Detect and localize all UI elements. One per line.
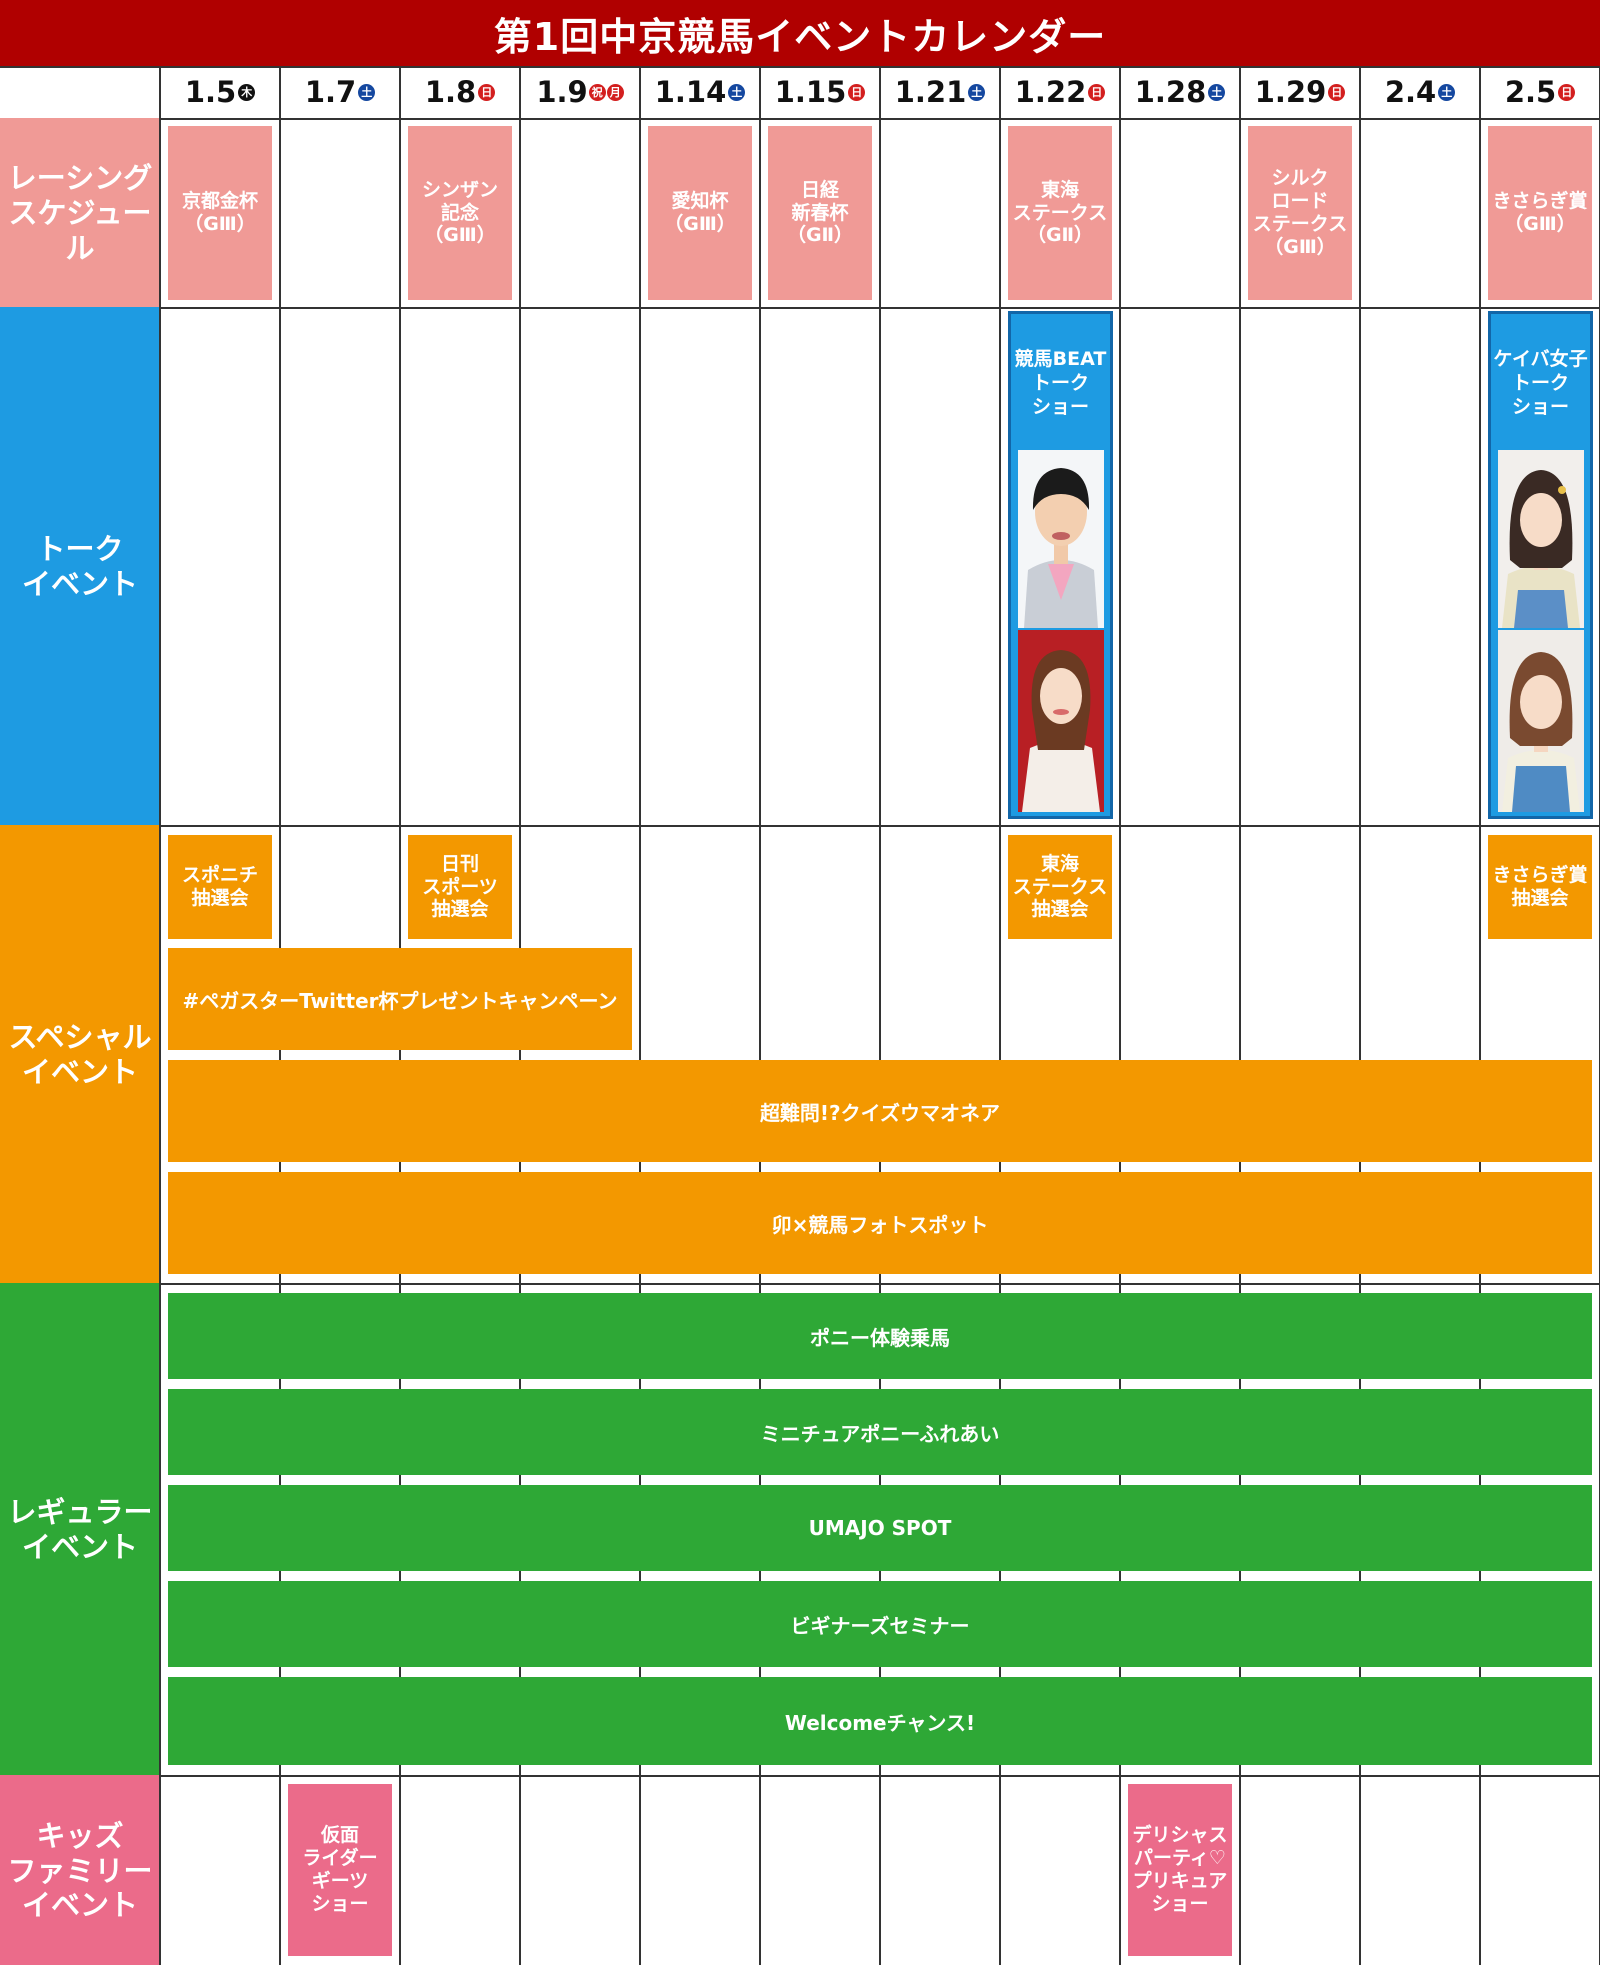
weekday-badge: 祝 xyxy=(588,83,606,101)
weekday-badge: 日 xyxy=(848,83,866,101)
grid-vline xyxy=(1359,66,1361,1965)
grid-vline xyxy=(1119,66,1121,1965)
weekday-badge: 木 xyxy=(238,83,256,101)
talk-guest-photo xyxy=(1498,450,1584,628)
weekday-badge: 日 xyxy=(1328,83,1346,101)
regular-bar-welcome-chance[interactable]: Welcomeチャンス! xyxy=(168,1677,1592,1765)
date-label: 1.21 xyxy=(894,75,967,109)
date-label: 1.28 xyxy=(1134,75,1207,109)
row-label-regular: レギュラー イベント xyxy=(7,1495,153,1564)
grid-vline xyxy=(1239,66,1241,1965)
date-label: 1.29 xyxy=(1254,75,1327,109)
grid-hline xyxy=(0,66,1600,68)
regular-bar-pony-riding[interactable]: ポニー体験乗馬 xyxy=(168,1293,1592,1379)
page-title: 第1回中京競馬イベントカレンダー xyxy=(0,0,1600,66)
special-box-suponichi-lottery[interactable]: スポニチ 抽選会 xyxy=(168,835,272,939)
special-box-kisaragi-lottery[interactable]: きさらぎ賞 抽選会 xyxy=(1488,835,1592,939)
grid-vline xyxy=(159,66,161,1965)
talk-guest-photo xyxy=(1018,450,1104,628)
weekday-badge: 土 xyxy=(728,83,746,101)
row-label-bg-racing xyxy=(0,118,159,308)
race-box-aichi-hai[interactable]: 愛知杯 （GⅢ） xyxy=(648,126,752,300)
special-bar-photo-spot[interactable]: 卯×競馬フォトスポット xyxy=(168,1172,1592,1274)
row-label-kids: キッズ ファミリー イベント xyxy=(7,1818,153,1923)
race-box-kyoto-kinpai[interactable]: 京都金杯 （GⅢ） xyxy=(168,126,272,300)
regular-bar-beginners-seminar[interactable]: ビギナーズセミナー xyxy=(168,1581,1592,1667)
date-label: 1.22 xyxy=(1014,75,1087,109)
date-label: 1.7 xyxy=(304,75,357,109)
special-box-tokai-stakes-lottery[interactable]: 東海 ステークス 抽選会 xyxy=(1008,835,1112,939)
row-label-bg-regular xyxy=(0,1283,159,1776)
talk-guest-photo xyxy=(1018,630,1104,812)
race-box-nikkei-shinshun-hai[interactable]: 日経 新春杯 （GⅡ） xyxy=(768,126,872,300)
weekday-badge: 日 xyxy=(1558,83,1576,101)
kids-box-kamen-rider[interactable]: 仮面 ライダー ギーツ ショー xyxy=(288,1784,392,1956)
grid-vline xyxy=(639,66,641,1965)
row-label-bg-kids xyxy=(0,1775,159,1965)
talk-event-keiba-joshi[interactable]: ケイバ女子 トーク ショー xyxy=(1488,311,1593,819)
row-label-bg-special xyxy=(0,825,159,1284)
grid-hline xyxy=(0,118,1600,120)
grid-vline xyxy=(879,66,881,1965)
date-label: 1.8 xyxy=(424,75,477,109)
race-box-tokai-stakes[interactable]: 東海 ステークス （GⅡ） xyxy=(1008,126,1112,300)
weekday-badge: 土 xyxy=(968,83,986,101)
grid-hline xyxy=(0,825,1600,827)
row-label-talk: トーク イベント xyxy=(21,532,138,601)
talk-event-keiba-beat[interactable]: 競馬BEAT トーク ショー xyxy=(1008,311,1113,819)
date-label: 1.5 xyxy=(184,75,237,109)
row-label-special: スペシャル イベント xyxy=(8,1020,152,1089)
grid-vline xyxy=(759,66,761,1965)
weekday-badge: 日 xyxy=(1088,83,1106,101)
row-label-racing: レーシング スケジュール xyxy=(7,161,153,265)
date-label: 2.5 xyxy=(1504,75,1557,109)
weekday-badge: 日 xyxy=(478,83,496,101)
regular-bar-miniature-pony[interactable]: ミニチュアポニーふれあい xyxy=(168,1389,1592,1475)
grid-hline xyxy=(0,1775,1600,1777)
race-box-shinzan-kinen[interactable]: シンザン 記念 （GⅢ） xyxy=(408,126,512,300)
grid-hline xyxy=(0,307,1600,309)
talk-event-title: ケイバ女子 トーク ショー xyxy=(1493,348,1588,418)
weekday-badge: 月 xyxy=(606,83,624,101)
weekday-badge: 土 xyxy=(358,83,376,101)
date-label: 1.14 xyxy=(654,75,727,109)
date-label: 1.15 xyxy=(774,75,847,109)
regular-bar-umajo-spot[interactable]: UMAJO SPOT xyxy=(168,1485,1592,1571)
race-box-kisaragi-sho[interactable]: きさらぎ賞 （GⅢ） xyxy=(1488,126,1592,300)
weekday-badge: 土 xyxy=(1208,83,1226,101)
grid-vline xyxy=(999,66,1001,1965)
special-bar-pegastar-twitter[interactable]: #ペガスターTwitter杯プレゼントキャンペーン xyxy=(168,948,632,1050)
date-label: 2.4 xyxy=(1384,75,1437,109)
talk-guest-photo xyxy=(1498,630,1584,812)
date-label: 1.9 xyxy=(536,75,588,109)
special-box-nikkan-sports-lottery[interactable]: 日刊 スポーツ 抽選会 xyxy=(408,835,512,939)
kids-box-precure[interactable]: デリシャス パーティ♡ プリキュア ショー xyxy=(1128,1784,1232,1956)
weekday-badge: 土 xyxy=(1438,83,1456,101)
grid-vline xyxy=(1479,66,1481,1965)
race-box-silkroad-stakes[interactable]: シルク ロード ステークス （GⅢ） xyxy=(1248,126,1352,300)
grid-hline xyxy=(0,1283,1600,1285)
special-bar-quiz-umaonea[interactable]: 超難問!?クイズウマオネア xyxy=(168,1060,1592,1162)
row-label-bg-talk xyxy=(0,307,159,826)
talk-event-title: 競馬BEAT トーク ショー xyxy=(1014,348,1107,418)
